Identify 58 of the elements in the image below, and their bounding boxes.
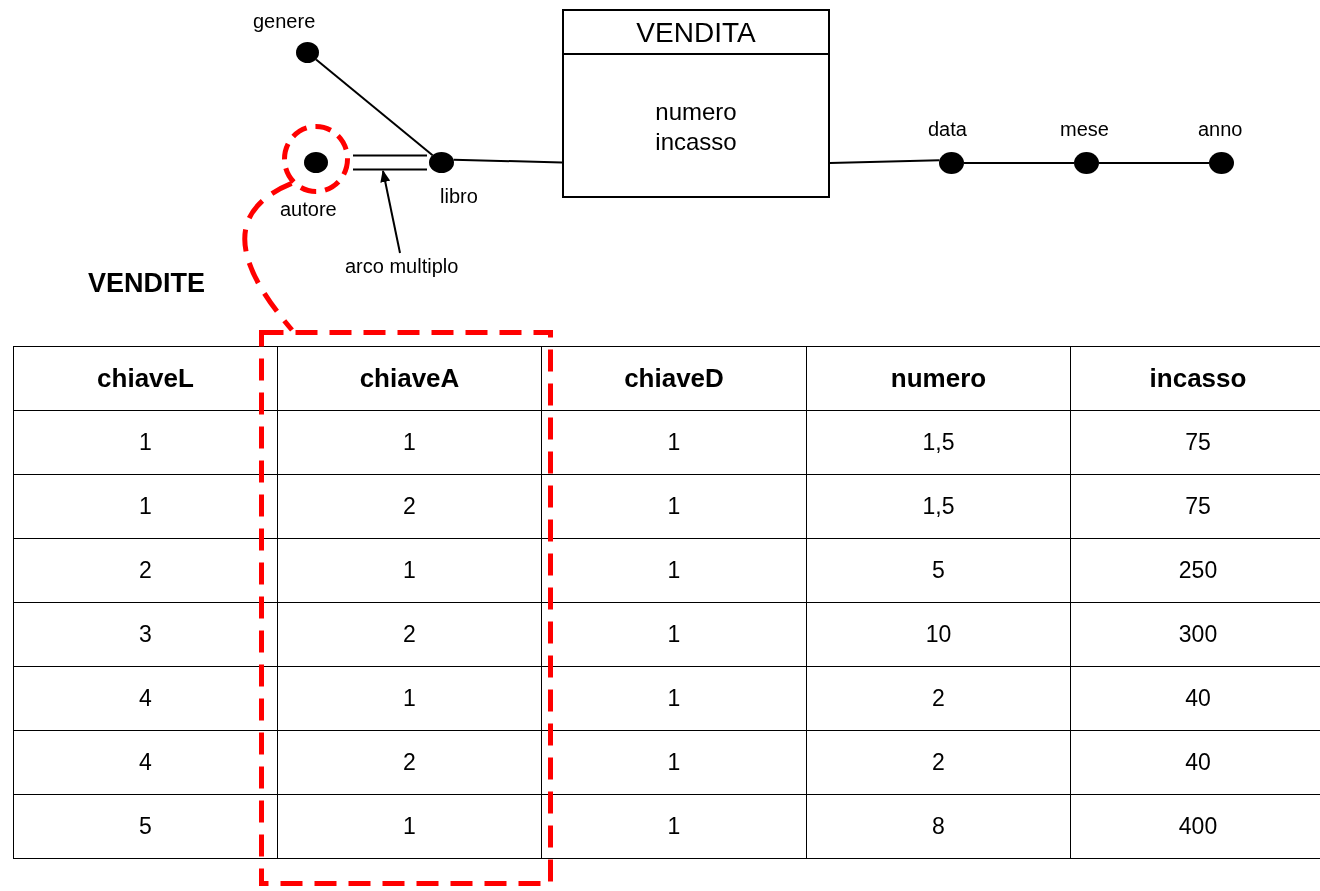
table-cell: 4 bbox=[13, 730, 278, 795]
table-cell: 2 bbox=[806, 666, 1071, 731]
table-cell: 1 bbox=[541, 602, 807, 667]
table-cell: 2 bbox=[277, 602, 542, 667]
column-header: chiaveD bbox=[541, 346, 807, 411]
double-connector-line bbox=[352, 154, 428, 171]
table-cell: 1 bbox=[277, 410, 542, 475]
column-header: incasso bbox=[1070, 346, 1320, 411]
annotation-text: arco multiplo bbox=[345, 255, 495, 281]
table-cell: 1 bbox=[13, 410, 278, 475]
attribute-dot bbox=[429, 152, 454, 173]
table-cell: 10 bbox=[806, 602, 1071, 667]
table-cell: 1 bbox=[541, 410, 807, 475]
table-cell: 8 bbox=[806, 794, 1071, 859]
table-cell: 1 bbox=[277, 538, 542, 603]
table-cell: 1 bbox=[541, 538, 807, 603]
leader-line bbox=[380, 170, 401, 254]
table-cell: 1 bbox=[277, 794, 542, 859]
column-header: chiaveL bbox=[13, 346, 278, 411]
entity-title: VENDITA bbox=[564, 11, 828, 55]
table-cell: 5 bbox=[806, 538, 1071, 603]
table-cell: 1 bbox=[277, 666, 542, 731]
connector-line bbox=[963, 162, 1075, 164]
entity-measures: numero incasso bbox=[654, 97, 738, 157]
table-cell: 4 bbox=[13, 666, 278, 731]
attribute-label: libro bbox=[440, 185, 478, 208]
attribute-label: mese bbox=[1060, 118, 1109, 141]
column-header: numero bbox=[806, 346, 1071, 411]
attribute-label: autore bbox=[280, 198, 337, 221]
connector-line bbox=[829, 159, 941, 164]
highlight-link bbox=[242, 181, 294, 332]
connector-line bbox=[452, 158, 563, 164]
table-cell: 1 bbox=[13, 474, 278, 539]
table-cell: 2 bbox=[806, 730, 1071, 795]
attribute-dot bbox=[296, 42, 319, 63]
table-cell: 2 bbox=[277, 730, 542, 795]
table-cell: 1 bbox=[541, 474, 807, 539]
table-cell: 1,5 bbox=[806, 410, 1071, 475]
table-cell: 3 bbox=[13, 602, 278, 667]
attribute-label: anno bbox=[1198, 118, 1243, 141]
attribute-dot bbox=[1074, 152, 1099, 174]
table-cell: 1,5 bbox=[806, 474, 1071, 539]
table-cell: 2 bbox=[13, 538, 278, 603]
table-title: VENDITE bbox=[88, 268, 206, 299]
connector-line bbox=[315, 58, 434, 157]
attribute-label: data bbox=[928, 118, 967, 141]
table-cell: 1 bbox=[541, 730, 807, 795]
attribute-dot bbox=[1209, 152, 1234, 174]
attribute-label: genere bbox=[253, 10, 316, 33]
table-cell: 2 bbox=[277, 474, 542, 539]
attribute-dot bbox=[304, 152, 328, 173]
table-cell: 5 bbox=[13, 794, 278, 859]
connector-line bbox=[1098, 162, 1210, 164]
column-header: chiaveA bbox=[277, 346, 542, 411]
entity-box bbox=[562, 9, 830, 198]
table-cell: 1 bbox=[541, 666, 807, 731]
table-cell: 1 bbox=[541, 794, 807, 859]
attribute-dot bbox=[939, 152, 964, 174]
